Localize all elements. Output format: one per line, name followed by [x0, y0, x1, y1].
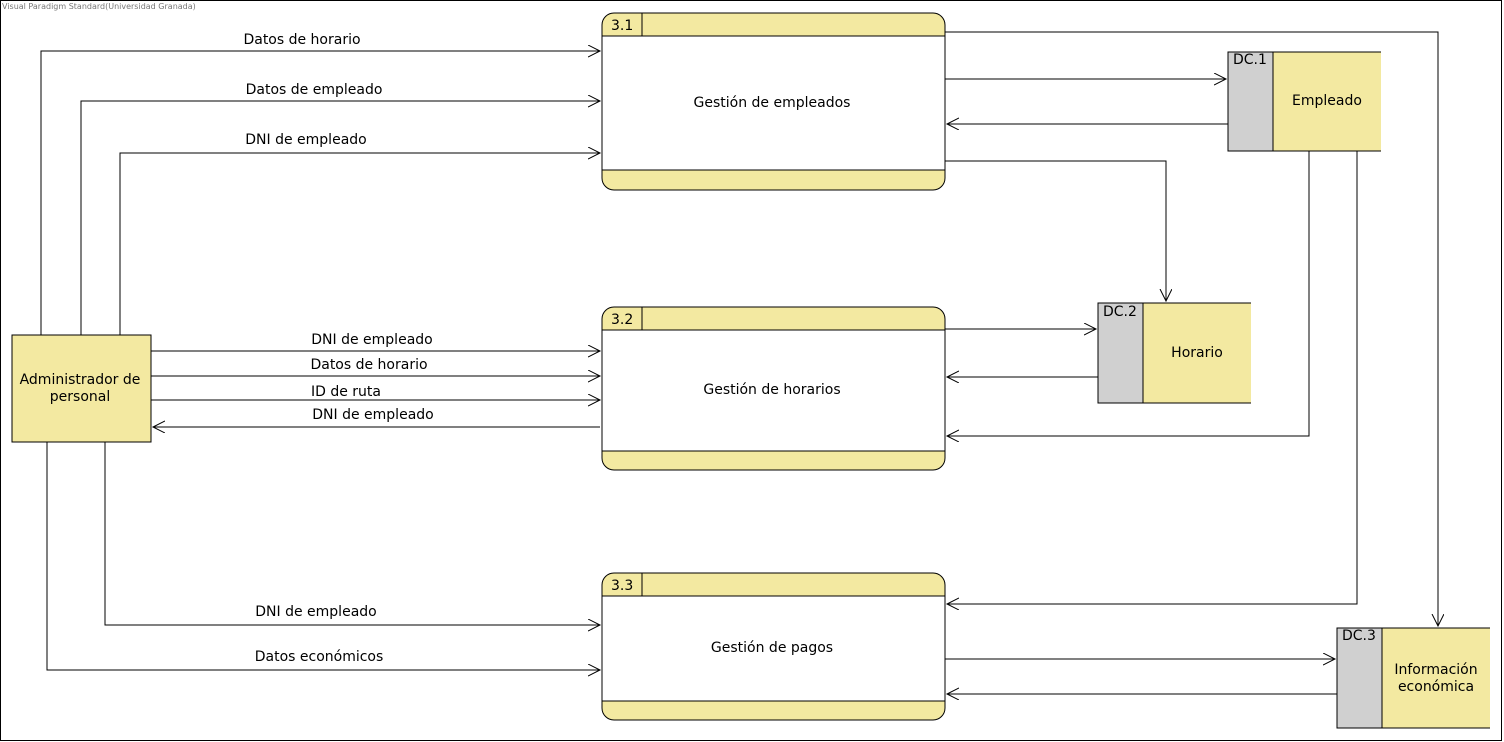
flow-dni-from-3-2: DNI de empleado [153, 407, 600, 427]
svg-text:DNI de empleado: DNI de empleado [245, 132, 366, 148]
store-id: DC.3 [1342, 628, 1376, 644]
process-id: 3.2 [611, 312, 633, 328]
entity-label-line1: Administrador de [20, 372, 141, 388]
process-name: Gestión de horarios [703, 382, 840, 398]
flow-datos-empleado-to-3-1: Datos de empleado [80, 82, 600, 335]
store-id: DC.1 [1233, 52, 1267, 68]
flow-dni-to-3-2: DNI de empleado [151, 332, 600, 351]
flow-id-ruta-to-3-2: ID de ruta [151, 384, 600, 400]
store-name-line1: Información [1394, 662, 1477, 678]
watermark: Visual Paradigm Standard(Universidad Gra… [2, 2, 196, 11]
svg-text:DNI de empleado: DNI de empleado [311, 332, 432, 348]
data-store-dc3[interactable]: DC.3 Información económica [1336, 627, 1490, 729]
process-3-2[interactable]: 3.2 Gestión de horarios [601, 306, 946, 471]
svg-text:DNI de empleado: DNI de empleado [255, 604, 376, 620]
process-3-1[interactable]: 3.1 Gestión de empleados [601, 12, 946, 191]
svg-text:Datos de empleado: Datos de empleado [246, 82, 383, 98]
svg-text:Datos de horario: Datos de horario [310, 357, 427, 373]
flow-datos-economicos-to-3-3: Datos económicos [46, 442, 600, 670]
flow-dc1-to-3-3 [947, 151, 1358, 604]
flow-datos-horario-to-3-2: Datos de horario [151, 357, 600, 376]
process-id: 3.3 [611, 578, 633, 594]
store-name: Horario [1171, 345, 1223, 361]
svg-text:Datos de horario: Datos de horario [243, 32, 360, 48]
flow-3-1-to-dc3 [945, 31, 1438, 626]
store-name-line2: económica [1398, 679, 1474, 695]
process-name: Gestión de empleados [694, 95, 851, 111]
store-name: Empleado [1292, 93, 1362, 109]
process-3-3[interactable]: 3.3 Gestión de pagos [601, 572, 946, 721]
external-entity-administrador[interactable]: Administrador de personal [11, 334, 152, 443]
store-id: DC.2 [1103, 304, 1137, 320]
process-name: Gestión de pagos [711, 640, 833, 656]
entity-label-line2: personal [50, 389, 110, 405]
flow-dni-to-3-1: DNI de empleado [119, 132, 600, 335]
flow-datos-horario-to-3-1: Datos de horario [40, 32, 600, 335]
data-store-dc1[interactable]: DC.1 Empleado [1227, 51, 1381, 152]
data-store-dc2[interactable]: DC.2 Horario [1097, 302, 1251, 404]
flow-dc1-to-3-2 [947, 151, 1310, 436]
flow-dni-to-3-3: DNI de empleado [104, 442, 600, 625]
svg-text:Datos económicos: Datos económicos [255, 649, 384, 665]
flow-3-1-to-dc2 [945, 160, 1166, 301]
svg-text:ID de ruta: ID de ruta [311, 384, 381, 400]
process-id: 3.1 [611, 18, 633, 34]
svg-text:DNI de empleado: DNI de empleado [312, 407, 433, 423]
